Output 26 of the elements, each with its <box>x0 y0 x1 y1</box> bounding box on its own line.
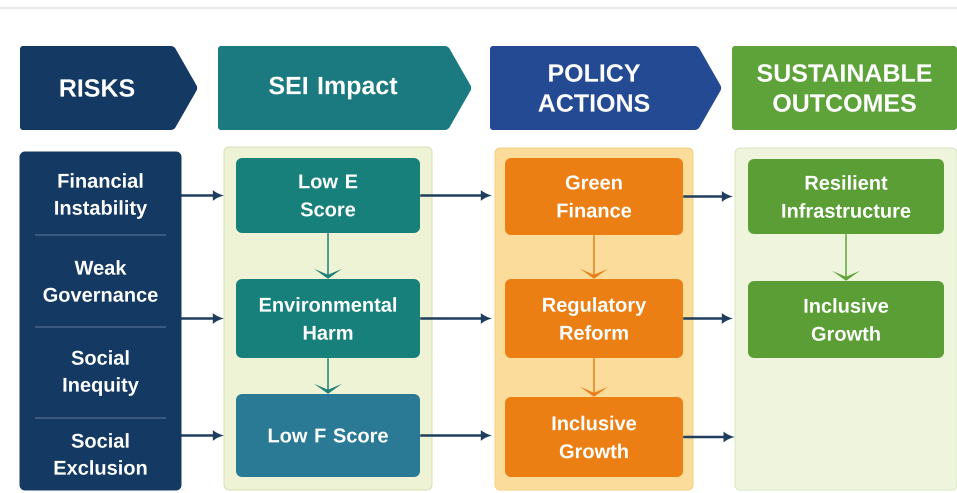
process-box: Inclusive Growth <box>748 281 944 358</box>
process-box: Low E Score <box>236 158 420 233</box>
process-box: Regulatory Reform <box>505 279 683 358</box>
arrow <box>182 191 222 200</box>
risk-item: Social Inequity <box>64 350 139 396</box>
process-box: Low F Score <box>236 394 420 477</box>
header-banner: SEI Impact <box>218 46 472 130</box>
arrow <box>182 431 222 440</box>
process-box: Green Finance <box>505 158 683 235</box>
header-banner: RISKS <box>20 46 198 130</box>
risk-item: Financial Instability <box>55 173 148 219</box>
header-banner: SUSTAINABLE OUTCOMES <box>732 46 957 130</box>
arrow <box>420 191 490 200</box>
process-box: Environmental Harm <box>236 279 420 358</box>
risk-item: Weak Governance <box>44 260 158 302</box>
arrow <box>420 314 490 323</box>
arrow <box>683 192 730 201</box>
header-banner: POLICY ACTIONS <box>490 46 722 130</box>
process-box: Inclusive Growth <box>505 397 683 477</box>
process-box: Resilient Infrastructure <box>748 159 944 234</box>
arrow <box>182 314 222 323</box>
column-panel <box>20 152 182 490</box>
risk-item: Social Exclusion <box>54 433 146 475</box>
arrow <box>683 314 730 323</box>
arrow <box>683 432 732 442</box>
arrow <box>420 431 490 440</box>
